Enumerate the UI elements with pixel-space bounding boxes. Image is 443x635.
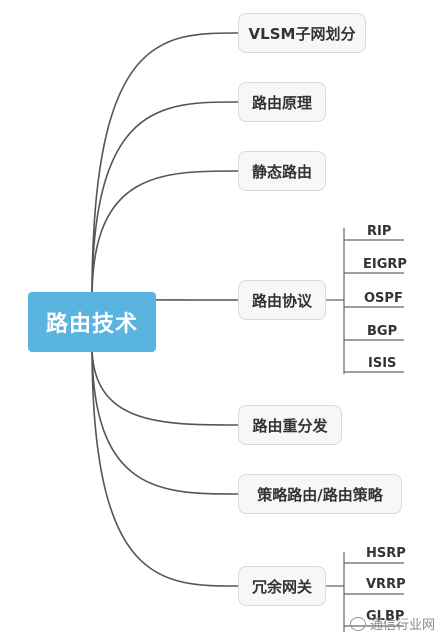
branch-label: 路由重分发	[252, 416, 328, 435]
root-label: 路由技术	[45, 312, 138, 337]
branch-routing-protocols[interactable]: 路由协议	[238, 280, 326, 320]
branch-connector	[91, 345, 239, 495]
branch-connector	[91, 32, 239, 299]
leaf-isis[interactable]: ISIS	[368, 356, 397, 371]
leaf-glbp[interactable]: GLBP	[366, 609, 405, 624]
leaf-rip[interactable]: RIP	[367, 224, 392, 239]
wechat-icon	[349, 616, 366, 631]
branch-vlsm[interactable]: VLSM子网划分	[238, 13, 366, 53]
branch-redistribution[interactable]: 路由重分发	[238, 405, 342, 445]
branch-connector	[91, 101, 239, 299]
branch-routing-principle[interactable]: 路由原理	[238, 82, 326, 122]
leaf-hsrp[interactable]: HSRP	[366, 546, 406, 561]
branch-redundant-gateway[interactable]: 冗余网关	[238, 566, 326, 606]
root-node[interactable]: 路由技术	[28, 292, 156, 352]
branch-connector	[91, 345, 239, 587]
leaf-vrrp[interactable]: VRRP	[366, 577, 406, 592]
watermark-text: 通信行业网	[369, 618, 435, 633]
leaf-bgp[interactable]: BGP	[367, 324, 398, 339]
branch-static-routing[interactable]: 静态路由	[238, 151, 326, 191]
branch-label: 路由原理	[251, 93, 312, 112]
branch-label: 路由协议	[251, 291, 312, 310]
watermark: 通信行业网	[349, 614, 435, 633]
branch-connector	[91, 170, 239, 299]
branch-policy-routing[interactable]: 策略路由/路由策略	[238, 474, 402, 514]
leaf-ospf[interactable]: OSPF	[364, 291, 403, 306]
branch-label: 冗余网关	[251, 577, 312, 596]
branch-label: VLSM子网划分	[248, 24, 356, 43]
branch-label: 静态路由	[251, 162, 312, 181]
leaf-eigrp[interactable]: EIGRP	[363, 257, 407, 272]
branch-connector	[91, 345, 239, 426]
branch-label: 策略路由/路由策略	[257, 485, 383, 504]
